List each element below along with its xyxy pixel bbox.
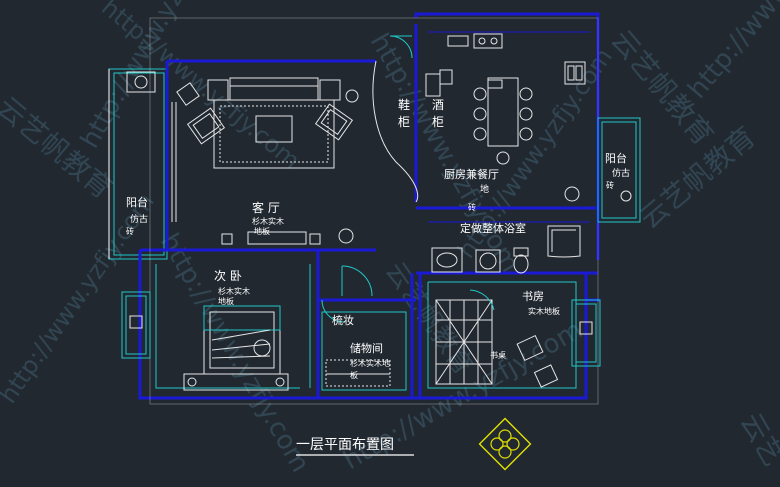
dining-table <box>487 77 519 147</box>
drawing-title: 一层平面布置图 <box>296 437 394 453</box>
tv-cabinet <box>247 231 307 245</box>
label-balcony-right-floor: 仿古 <box>612 167 630 179</box>
room-labels: 阳台 仿古 砖 客 厅 杉木实木 地板 鞋 柜 酒 柜 厨房兼餐厅 地 砖 阳台… <box>126 97 630 380</box>
wine-cabinet <box>425 73 441 97</box>
label-kitchen-floor: 砖 <box>468 202 476 212</box>
door-swing <box>469 289 495 311</box>
label-balcony-right-floor: 砖 <box>606 180 614 190</box>
lamp-table <box>176 82 200 106</box>
chair <box>519 107 533 121</box>
bed-frame <box>183 373 289 391</box>
watermark-brand-short: 云艺 <box>734 407 780 472</box>
living-room-furniture <box>171 77 359 245</box>
plant-icon <box>620 190 632 202</box>
sofa <box>229 77 319 101</box>
label-dressing: 梳妆 <box>332 313 354 327</box>
bedroom-furniture <box>183 265 373 391</box>
counter <box>447 35 469 47</box>
label-storage: 储物间 <box>350 341 383 355</box>
chair-icon <box>533 364 559 388</box>
label-storage-floor: 杉木实木地 <box>350 358 390 368</box>
shower-icon <box>547 225 581 258</box>
chair <box>473 87 487 101</box>
plant-icon <box>134 75 148 89</box>
label-living-room-floor: 杉木实木 <box>252 216 284 226</box>
label-shoe-cabinet: 鞋 <box>398 97 410 112</box>
label-kitchen-floor: 地 <box>480 183 489 195</box>
plant-pot-icon <box>126 71 156 93</box>
plant-icon <box>345 89 359 103</box>
sink-icon <box>564 61 586 85</box>
plant-icon <box>564 186 580 202</box>
label-kitchen: 厨房兼餐厅 <box>444 167 499 181</box>
door-swing <box>341 265 373 297</box>
lamp-icon <box>275 377 285 387</box>
chair <box>473 107 487 121</box>
bathroom-furniture <box>431 225 581 274</box>
chair <box>473 127 487 141</box>
drawing-title-block: 一层平面布置图 <box>296 437 414 456</box>
label-bathroom: 定做整体浴室 <box>460 221 526 235</box>
label-study: 书房 <box>522 290 544 303</box>
stove-icon <box>473 33 503 49</box>
chair <box>519 127 533 141</box>
label-balcony-right: 阳台 <box>605 151 627 165</box>
label-storage-floor: 板 <box>350 370 358 380</box>
label-shoe-cabinet: 柜 <box>398 115 410 129</box>
watermark-url: http://www.yzfjy.com <box>682 0 780 104</box>
coffee-table <box>255 115 293 143</box>
chair <box>519 87 533 101</box>
washbasin-icon <box>431 247 463 273</box>
label-balcony-left-floor: 砖 <box>126 226 134 236</box>
cabinets <box>372 35 453 203</box>
label-living-room-floor: 地板 <box>254 226 270 236</box>
label-second-bedroom-floor: 地板 <box>218 296 234 306</box>
armchair <box>186 107 226 145</box>
study-window <box>571 299 601 367</box>
lamp-icon <box>187 377 197 387</box>
compass-icon <box>478 417 532 471</box>
label-balcony-left-floor: 仿古 <box>130 213 148 225</box>
curved-wall <box>372 60 419 203</box>
kitchen-furniture <box>447 33 586 202</box>
label-study-floor: 实木地板 <box>528 306 560 316</box>
label-living-room: 客 厅 <box>252 200 280 215</box>
study-furniture <box>435 289 559 388</box>
chair <box>496 151 510 165</box>
plant-icon <box>338 228 354 244</box>
label-wine-cabinet: 柜 <box>432 115 444 129</box>
bedroom-window <box>121 291 151 359</box>
inner-wall-lines <box>155 264 577 391</box>
side-table <box>319 79 341 101</box>
label-second-bedroom: 次 卧 <box>214 269 242 283</box>
carpet <box>213 99 335 169</box>
label-second-bedroom-floor: 杉木实木 <box>218 286 250 296</box>
desk-chair <box>516 334 544 362</box>
label-wine-cabinet: 酒 <box>432 98 444 112</box>
label-desk: 书桌 <box>490 350 506 360</box>
watermark-url: http://www.yzfjy.com <box>154 229 315 478</box>
armchair <box>314 103 354 141</box>
toilet-tank <box>513 247 529 257</box>
balcony-right <box>597 117 641 223</box>
washing-machine-icon <box>475 249 501 273</box>
toilet-icon <box>513 254 529 274</box>
label-balcony-left: 阳台 <box>126 195 148 209</box>
storage-furniture <box>325 359 391 387</box>
watermark-url: http://www.yzfjy.com <box>364 29 525 278</box>
